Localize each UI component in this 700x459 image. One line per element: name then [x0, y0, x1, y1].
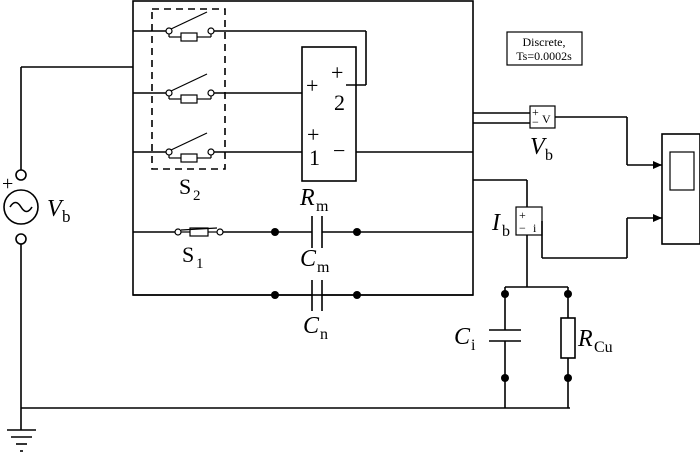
switch-s1-label-sub: 1: [196, 256, 204, 272]
sum-block[interactable]: [301, 46, 357, 182]
switch-s2-b[interactable]: [165, 73, 215, 104]
capacitor-ci-label-sub: i: [471, 337, 476, 354]
ammeter-label: I: [491, 210, 501, 236]
voltmeter-label-sub: b: [545, 147, 553, 164]
capacitor-ci[interactable]: [489, 329, 521, 342]
source-plus-sign: +: [2, 173, 13, 195]
voltmeter-label: V: [530, 134, 547, 160]
source-label-sub: b: [62, 207, 71, 226]
voltmeter-minus: −: [532, 115, 539, 129]
sum-port-2: 2: [334, 90, 345, 115]
resistor-rm-label: R: [299, 185, 315, 211]
ac-source[interactable]: [3, 66, 133, 430]
switch-s1-label: S: [182, 242, 194, 267]
resistor-rcu-label: R: [577, 326, 593, 352]
voltmeter-glyph: V: [542, 112, 551, 126]
switch-group-label-sub: 2: [193, 188, 201, 204]
resistor-rm-label-sub: m: [316, 198, 329, 215]
capacitor-cm[interactable]: [311, 216, 323, 248]
sum-in-plus-1: +: [306, 73, 318, 98]
resistor-rcu[interactable]: [560, 317, 576, 359]
powergui-line-1: Discrete,: [523, 35, 566, 49]
switch-group-box[interactable]: [151, 8, 226, 170]
ammeter-glyph: i: [533, 221, 537, 235]
scope-block[interactable]: [661, 133, 700, 245]
switch-s1[interactable]: [174, 227, 224, 237]
capacitor-ci-label: C: [454, 324, 471, 350]
capacitor-cn-label-sub: n: [320, 326, 328, 343]
voltmeter-plus: +: [532, 105, 539, 119]
sum-minus-sign: −: [333, 138, 345, 163]
sum-port-1: 1: [309, 145, 320, 170]
powergui-block[interactable]: [506, 31, 583, 66]
source-label: V: [47, 196, 64, 222]
capacitor-cm-label: C: [300, 246, 317, 272]
ammeter-label-sub: b: [502, 223, 510, 240]
switch-group-label: S: [179, 174, 191, 199]
powergui-line-2: Ts=0.0002s: [516, 49, 572, 63]
ground-icon: [7, 429, 36, 452]
ammeter-minus: −: [519, 221, 526, 235]
switch-s2-a[interactable]: [165, 11, 215, 42]
resistor-rcu-label-sub: Cu: [594, 339, 613, 356]
ammeter-plus: +: [519, 208, 526, 222]
sum-in-plus-2: +: [307, 122, 319, 147]
capacitor-cm-label-sub: m: [317, 259, 330, 276]
capacitor-cn-label: C: [303, 313, 320, 339]
switch-s2-c[interactable]: [165, 132, 215, 163]
sum-top-sign: +: [331, 60, 343, 85]
